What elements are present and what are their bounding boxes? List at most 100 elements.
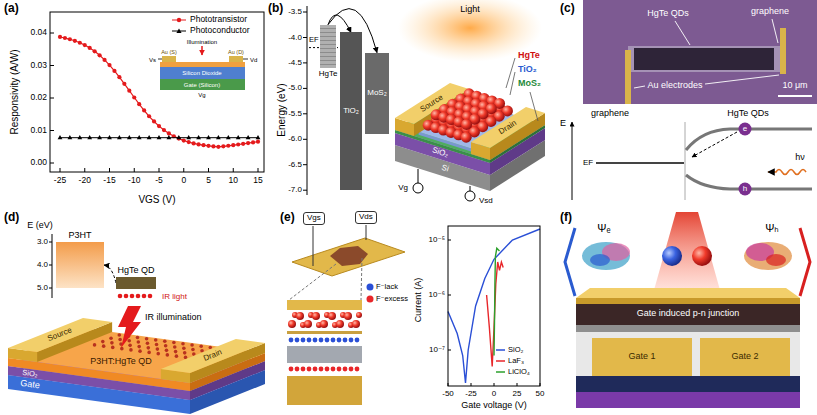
legend-text: LiClO₄ — [508, 368, 530, 376]
data-marker — [117, 75, 121, 79]
illustration-part — [506, 58, 515, 88]
data-marker — [251, 140, 255, 144]
illustration-part — [530, 92, 538, 121]
illustration-part — [158, 59, 162, 60]
cluster — [304, 320, 312, 328]
legend-text: F⁻excess — [376, 295, 408, 303]
signal-name: Vd — [250, 57, 257, 64]
axis-title: Energy (eV) — [276, 83, 287, 136]
tick-label: 0 — [181, 176, 186, 185]
tick-label: -7.0 — [288, 186, 302, 195]
level-name: EF — [583, 159, 593, 168]
illustration-part — [142, 294, 147, 299]
illustration-part — [572, 122, 573, 200]
band-bar: MoS₂ — [365, 53, 389, 135]
data-marker — [117, 135, 122, 139]
tick-label: -5.5 — [288, 109, 302, 118]
illustration-part — [448, 226, 540, 386]
leader-lines-b — [506, 58, 538, 121]
photon-label: hν — [795, 153, 805, 163]
quantum-dot — [164, 344, 168, 348]
illustration-part — [118, 294, 123, 299]
tick-label: 3.0 — [37, 238, 48, 247]
quantum-dot — [175, 354, 179, 358]
illustration-part — [130, 294, 135, 299]
band-box: HgTe QD — [116, 277, 156, 289]
hgte-sphere — [461, 119, 472, 130]
carrier-label: e — [743, 125, 747, 134]
illustration-part — [470, 186, 471, 191]
tick-label: 10⁻⁶ — [429, 291, 445, 300]
data-marker — [152, 119, 156, 123]
quantum-dot — [129, 348, 133, 352]
tick-label: -5.0 — [288, 84, 302, 93]
chart-a — [50, 12, 264, 172]
illustration-part — [583, 0, 817, 104]
cluster — [344, 312, 352, 320]
tick-label: 5.0 — [37, 284, 48, 293]
tick-label: 25 — [513, 390, 522, 399]
ion-dot — [337, 367, 342, 372]
data-marker — [63, 36, 67, 40]
data-marker — [97, 135, 102, 139]
data-marker — [206, 144, 210, 148]
quantum-dot — [101, 340, 105, 344]
tick-label: 0.01 — [30, 126, 47, 135]
tick-label: 0.00 — [30, 158, 47, 167]
ion-dot — [289, 367, 294, 372]
quantum-dot — [110, 341, 114, 345]
tick-label: 0.03 — [30, 61, 47, 70]
data-marker — [127, 89, 131, 93]
cluster — [352, 320, 360, 328]
illustration-part — [592, 338, 692, 376]
data-marker — [197, 142, 201, 146]
region-name: graphene — [591, 109, 629, 119]
axis-title: Current (A) — [414, 278, 424, 323]
hgte-sphere — [461, 132, 472, 143]
wavefunction-label: Ψₕ — [765, 222, 779, 234]
data-marker — [68, 37, 72, 41]
quantum-dot — [156, 352, 160, 356]
quantum-dot — [120, 347, 124, 351]
axis-title: E — [560, 119, 566, 129]
part-name: Au (D) — [228, 49, 244, 55]
cluster — [320, 320, 328, 328]
data-marker — [147, 114, 151, 118]
data-marker — [187, 140, 191, 144]
legend-text: SiO₂ — [508, 346, 523, 354]
data-marker — [87, 135, 92, 139]
tick-label: 0.02 — [30, 93, 47, 102]
tick-label: 10⁻⁷ — [429, 346, 445, 355]
part-name: Light — [460, 5, 480, 15]
part-name: HgTe QDs — [647, 9, 689, 19]
node-text: HgTe QD — [117, 266, 154, 276]
data-line — [494, 248, 500, 355]
quantum-dot — [118, 338, 122, 342]
part-name: MoS₂ — [518, 79, 541, 89]
part-name: Au (S) — [161, 49, 177, 55]
data-marker — [122, 82, 126, 86]
data-marker — [231, 143, 235, 147]
data-marker — [216, 145, 220, 149]
quantum-dot — [172, 341, 176, 345]
illustration-part — [744, 242, 792, 270]
data-marker — [241, 142, 245, 146]
ion-dot — [295, 367, 300, 372]
node-text: HgTe — [319, 70, 338, 79]
quantum-dot — [155, 343, 159, 347]
tick-label: -50 — [442, 390, 454, 399]
axis-title: VGS (V) — [138, 194, 175, 205]
axis-title: Responsivity (A/W) — [9, 49, 20, 134]
quantum-dot — [102, 344, 106, 348]
illustration-part — [692, 246, 712, 266]
node-text: Vds — [359, 213, 373, 222]
layer-name: SiO₂ — [22, 368, 38, 378]
data-marker — [162, 128, 166, 132]
illustration-part — [772, 19, 778, 43]
band-bar: HgTe — [320, 25, 336, 68]
illustration-part — [565, 228, 575, 296]
illustration-part — [634, 86, 645, 88]
band-box: P3HT — [56, 242, 104, 288]
quantum-dot — [163, 339, 167, 343]
